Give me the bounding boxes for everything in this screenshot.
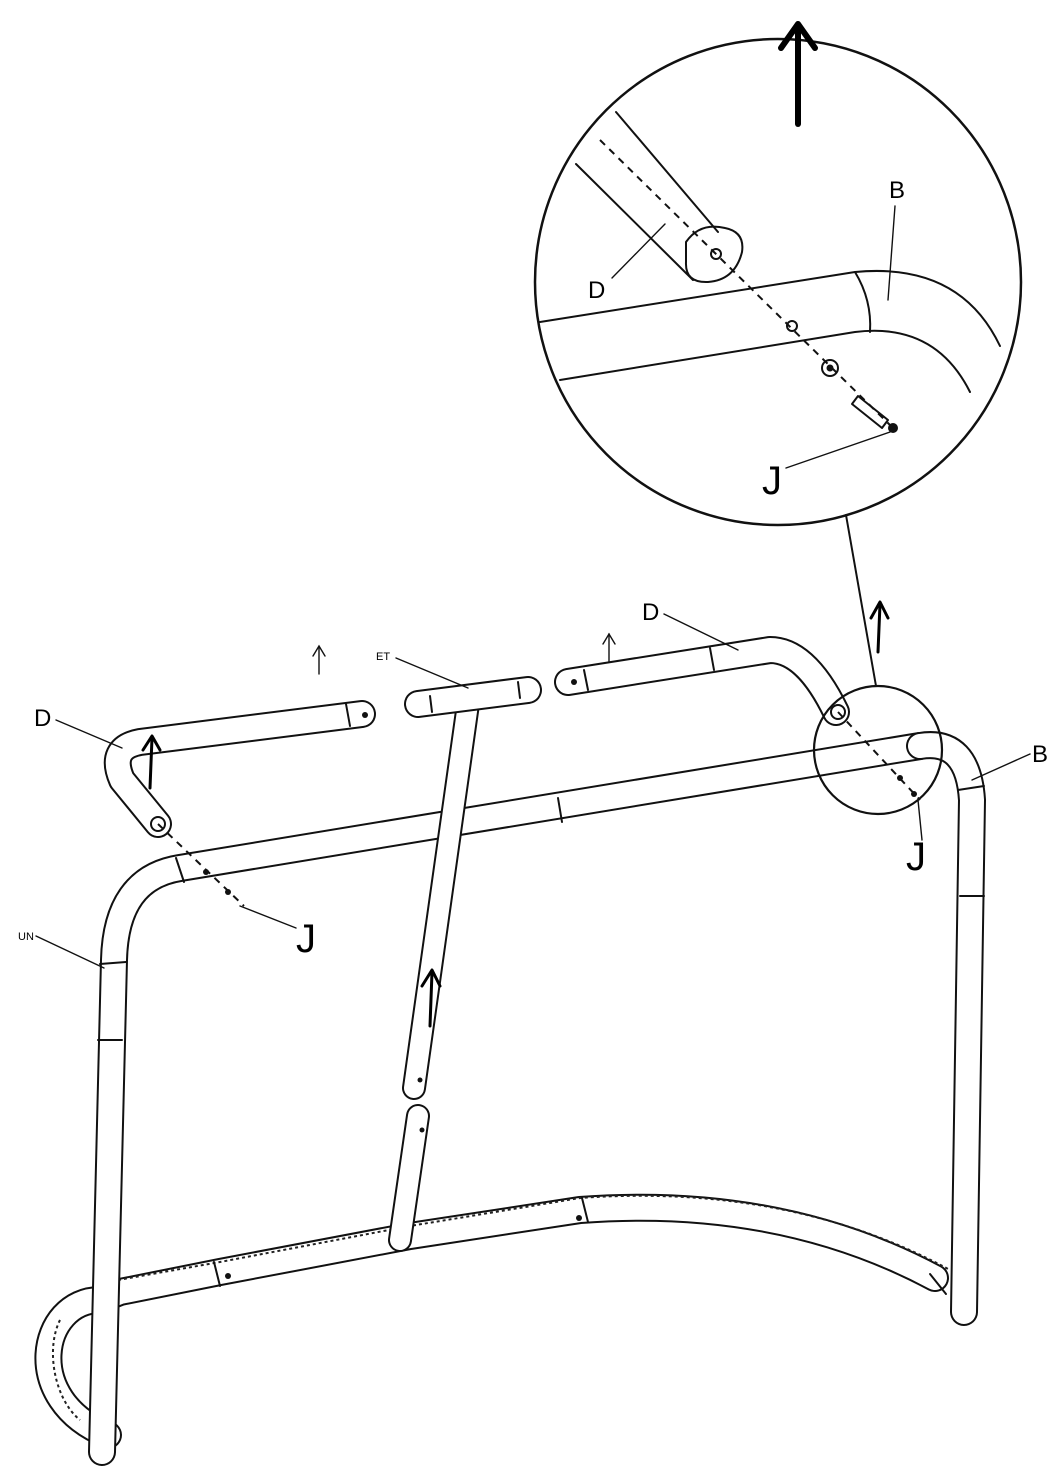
- right-top-tube: [554, 636, 921, 801]
- right-d-leader: [663, 613, 739, 651]
- up-arrow-icon: [869, 600, 890, 654]
- detail-callout-circle: [812, 684, 944, 816]
- up-arrow-icon: [141, 734, 162, 790]
- right-j-leader: [917, 799, 923, 841]
- left-top-tube: [103, 700, 376, 907]
- detail-j-leader: [785, 431, 891, 469]
- goal-frame: [34, 731, 986, 1466]
- up-arrow-icon: [312, 644, 326, 675]
- center-et-leader: [395, 657, 469, 689]
- right-label-d: D: [642, 599, 659, 626]
- left-label-un: UN: [18, 931, 34, 943]
- left-label-j: J: [296, 917, 316, 961]
- detail-connector: [845, 514, 877, 687]
- left-un-leader: [35, 935, 105, 969]
- center-tee: [388, 676, 542, 1252]
- center-label-et: ET: [376, 651, 390, 663]
- right-label-b: B: [1032, 741, 1048, 768]
- left-d-leader: [55, 719, 123, 749]
- large-up-arrow-icon: [778, 21, 818, 127]
- up-arrow-icon: [602, 632, 616, 663]
- detail-label-j: J: [762, 459, 782, 503]
- right-label-j: J: [906, 835, 926, 879]
- left-j-leader: [239, 905, 297, 929]
- detail-magnifier: [533, 37, 1023, 527]
- detail-label-b: B: [889, 177, 905, 204]
- left-label-d: D: [34, 705, 51, 732]
- detail-label-d: D: [588, 277, 605, 304]
- detail-b-leader: [887, 205, 896, 301]
- detail-d-leader: [611, 223, 666, 279]
- up-arrow-icon: [420, 968, 442, 1028]
- right-b-leader: [971, 753, 1031, 781]
